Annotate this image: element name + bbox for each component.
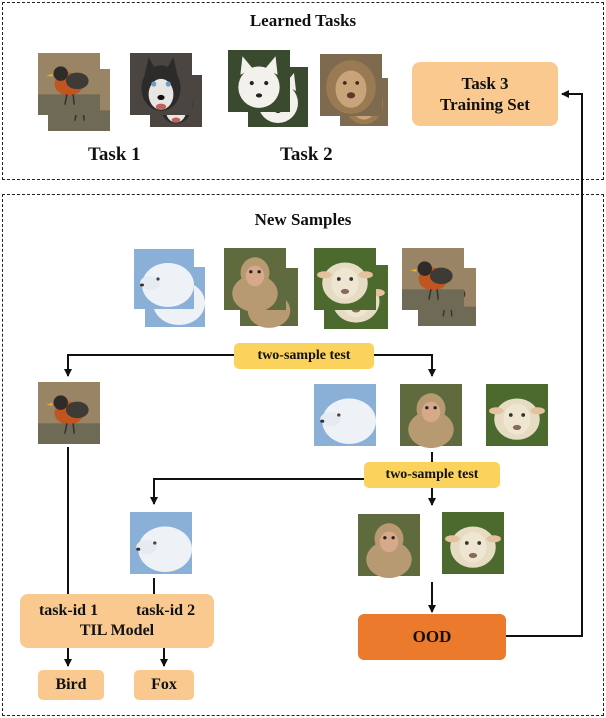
task1-label: Task 1 [88,144,141,165]
learned-tasks-title: Learned Tasks [249,11,357,30]
arctic-fox-photo [314,382,376,448]
new-samples-panel [2,194,604,716]
macaque-photo [358,512,420,578]
arrow-to-unknown-group [372,354,436,377]
training-box-line2: Training Set [440,95,530,114]
sheep-photo [486,382,548,448]
new-samples-title: New Samples [254,210,352,229]
task-id-2-label: task-id 2 [135,602,196,619]
til-model-label: TIL Model [79,622,155,639]
two-sample-test-1: two-sample test [234,343,374,369]
macaque-photo [400,382,462,448]
fox-output: Fox [134,670,194,700]
learned-tasks-panel [2,2,604,180]
sheep-photo [442,510,504,576]
robin-photo [38,380,100,446]
training-box-line1: Task 3 [461,74,509,93]
bird-output: Bird [38,670,104,700]
two-sample-test-2: two-sample test [364,462,500,488]
ood-feedback-arrow [506,90,583,637]
task-id-1-label: task-id 1 [38,602,99,619]
task3-training-set-box: Task 3 Training Set [412,62,558,126]
ood-box: OOD [358,614,506,660]
task2-label: Task 2 [280,144,333,165]
arrow-to-fox [150,478,364,505]
arrow-to-robin [64,354,236,377]
til-model-box: task-id 1 task-id 2 TIL Model [20,594,214,648]
arctic-fox-photo [130,510,192,576]
